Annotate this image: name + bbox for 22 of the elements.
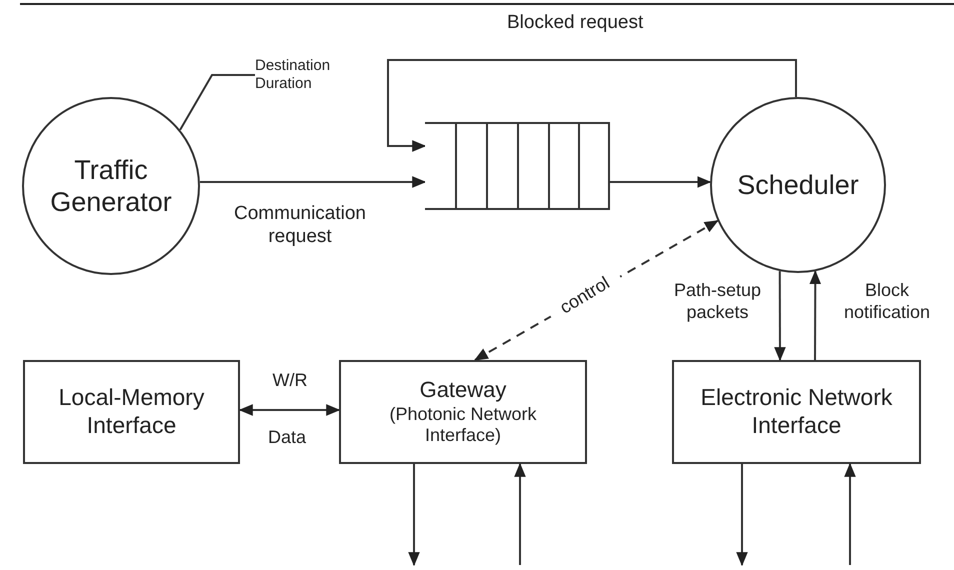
node-label: Gateway [420, 377, 506, 404]
arrow [844, 462, 856, 565]
arrow [736, 464, 748, 566]
queue-drawing [425, 122, 610, 210]
arrow [809, 270, 822, 360]
node-label: Scheduler [737, 168, 859, 202]
node-label: (Photonic Network Interface) [388, 404, 538, 447]
arrow [774, 271, 786, 362]
arrow [200, 176, 426, 188]
node-label: Local-Memory Interface [58, 384, 206, 440]
arrow [610, 176, 712, 188]
process-box [23, 360, 240, 464]
note-text: Destination Duration [255, 57, 332, 93]
process-box [672, 360, 921, 464]
leader-line [179, 74, 255, 130]
arrow [387, 59, 797, 152]
node-label: Traffic Generator [49, 154, 173, 218]
arrow [514, 462, 526, 565]
process-box [339, 360, 587, 464]
arrow [238, 404, 340, 416]
node-label: Electronic Network Interface [700, 384, 894, 440]
arrow [408, 464, 420, 566]
